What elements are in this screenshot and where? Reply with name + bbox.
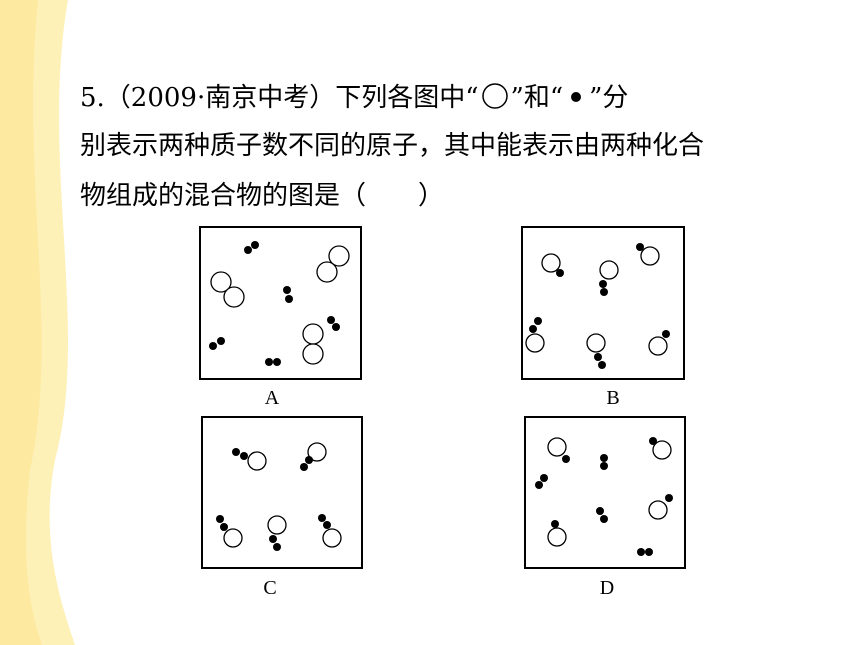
option-d-label: D <box>599 577 615 599</box>
option-a-particles <box>209 241 350 366</box>
question-connector: ”和“ <box>510 83 564 113</box>
question-line-3: 物组成的混合物的图是（ ） <box>80 181 445 211</box>
question-number-and-source: 5.（2009·南京中考）下列各图中“ <box>80 83 479 113</box>
hollow-circle-atom-icon <box>479 80 511 118</box>
question-line-2: 别表示两种质子数不同的原子，其中能表示由两种化合 <box>80 131 705 161</box>
option-b-label: B <box>606 387 620 409</box>
option-d-diagram[interactable] <box>524 416 686 569</box>
option-a-diagram[interactable] <box>199 226 362 380</box>
option-c-diagram[interactable] <box>201 416 363 569</box>
question-line-1-end: ”分 <box>589 83 629 113</box>
option-b-particles <box>525 243 670 369</box>
option-c-particles <box>216 442 342 551</box>
option-c-label: C <box>263 577 277 599</box>
solid-dot-atom-icon <box>563 80 589 118</box>
option-d-particles <box>535 437 673 556</box>
question-line-1: 5.（2009·南京中考）下列各图中“ ”和“ ”分 <box>80 80 628 118</box>
option-a-label: A <box>264 387 280 409</box>
option-b-diagram[interactable] <box>521 226 685 380</box>
